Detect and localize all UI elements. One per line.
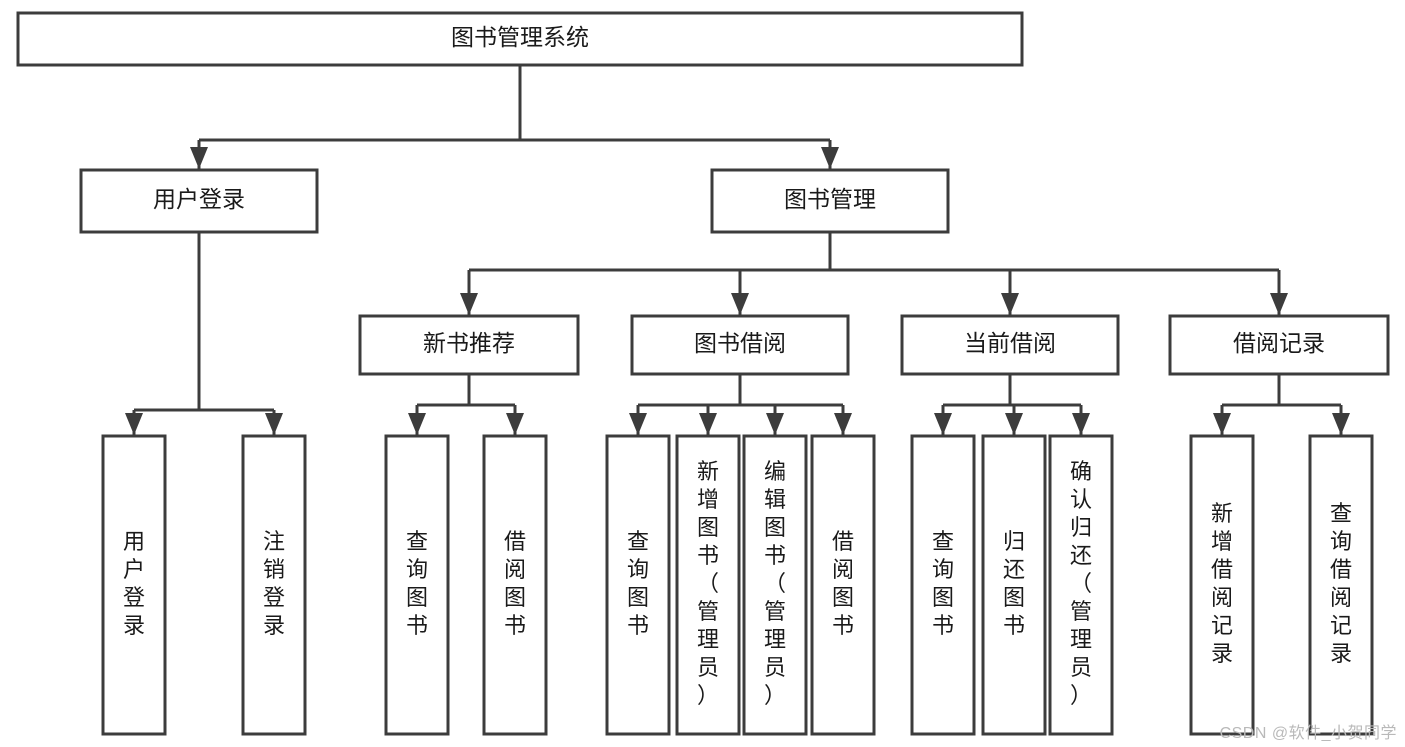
node-level3-3-label: 借阅记录	[1233, 330, 1325, 356]
node-level3-3[interactable]: 借阅记录	[1168, 314, 1390, 376]
node-leaf-8-label: 查询图书	[932, 529, 954, 638]
current-to-leaves-arrow-1	[1005, 413, 1023, 435]
node-leaf-6-box[interactable]	[742, 434, 808, 736]
node-leaf-8[interactable]: 查询图书	[910, 434, 976, 736]
node-leaf-0-label: 用户登录	[123, 529, 145, 638]
node-root[interactable]: 图书管理系统	[16, 11, 1024, 67]
node-leaf-10-label: 确认归还（管理员）	[1070, 459, 1092, 708]
node-level2-1-label: 图书管理	[784, 186, 876, 212]
node-leaf-8-box[interactable]	[910, 434, 976, 736]
node-leaf-6[interactable]: 编辑图书（管理员）	[742, 434, 808, 736]
node-leaf-0-box[interactable]	[101, 434, 167, 736]
node-leaf-3[interactable]: 借阅图书	[482, 434, 548, 736]
node-level3-0-box[interactable]	[358, 314, 580, 376]
node-root-box[interactable]	[16, 11, 1024, 67]
node-level3-0-label: 新书推荐	[423, 330, 515, 356]
node-leaf-12-box[interactable]	[1308, 434, 1374, 736]
watermark-text: CSDN @软件_小贺同学	[1219, 725, 1397, 742]
node-leaf-5-label: 新增图书（管理员）	[697, 459, 719, 708]
node-leaf-7-label: 借阅图书	[832, 529, 854, 638]
node-root-label: 图书管理系统	[451, 24, 589, 50]
node-level3-1-label: 图书借阅	[694, 330, 786, 356]
node-level2-1[interactable]: 图书管理	[710, 168, 950, 234]
node-leaf-5[interactable]: 新增图书（管理员）	[675, 434, 741, 736]
node-leaf-5-box[interactable]	[675, 434, 741, 736]
node-level3-1[interactable]: 图书借阅	[630, 314, 850, 376]
node-level3-3-box[interactable]	[1168, 314, 1390, 376]
book-mgmt-to-level3-arrow-2	[1001, 293, 1019, 315]
node-leaf-7-box[interactable]	[810, 434, 876, 736]
node-leaf-1[interactable]: 注销登录	[241, 434, 307, 736]
node-leaf-3-label: 借阅图书	[504, 529, 526, 638]
borrow-to-leaves-arrow-2	[766, 413, 784, 435]
node-leaf-1-box[interactable]	[241, 434, 307, 736]
node-leaf-9-box[interactable]	[981, 434, 1047, 736]
node-leaf-0[interactable]: 用户登录	[101, 434, 167, 736]
node-level2-0-box[interactable]	[79, 168, 319, 234]
root-to-level2-arrow-0	[190, 147, 208, 169]
record-to-leaves-arrow-1	[1332, 413, 1350, 435]
node-level3-0[interactable]: 新书推荐	[358, 314, 580, 376]
current-to-leaves-arrow-2	[1072, 413, 1090, 435]
node-level2-0-label: 用户登录	[153, 186, 245, 212]
new-book-to-leaves-arrow-1	[506, 413, 524, 435]
node-level3-2[interactable]: 当前借阅	[900, 314, 1120, 376]
node-leaf-2[interactable]: 查询图书	[384, 434, 450, 736]
node-leaf-10-box[interactable]	[1048, 434, 1114, 736]
node-leaf-6-label: 编辑图书（管理员）	[764, 459, 786, 708]
user-login-to-leaves-arrow-0	[125, 413, 143, 435]
record-to-leaves-arrow-0	[1213, 413, 1231, 435]
node-level2-1-box[interactable]	[710, 168, 950, 234]
node-leaf-10[interactable]: 确认归还（管理员）	[1048, 434, 1114, 736]
borrow-to-leaves-arrow-1	[699, 413, 717, 435]
borrow-to-leaves-arrow-3	[834, 413, 852, 435]
node-level3-1-box[interactable]	[630, 314, 850, 376]
node-leaf-2-box[interactable]	[384, 434, 450, 736]
node-leaf-12-label: 查询借阅记录	[1330, 501, 1352, 666]
user-login-to-leaves-arrow-1	[265, 413, 283, 435]
book-mgmt-to-level3-arrow-1	[731, 293, 749, 315]
node-leaf-12[interactable]: 查询借阅记录	[1308, 434, 1374, 736]
node-leaf-1-label: 注销登录	[263, 529, 285, 638]
current-to-leaves-arrow-0	[934, 413, 952, 435]
node-level2-0[interactable]: 用户登录	[79, 168, 319, 234]
book-mgmt-to-level3-arrow-0	[460, 293, 478, 315]
node-layer: 图书管理系统用户登录图书管理新书推荐图书借阅当前借阅借阅记录用户登录注销登录查询…	[16, 11, 1390, 736]
new-book-to-leaves-arrow-0	[408, 413, 426, 435]
borrow-to-leaves-arrow-0	[629, 413, 647, 435]
node-leaf-11[interactable]: 新增借阅记录	[1189, 434, 1255, 736]
node-leaf-3-box[interactable]	[482, 434, 548, 736]
node-leaf-4-label: 查询图书	[627, 529, 649, 638]
root-to-level2-arrow-1	[821, 147, 839, 169]
node-leaf-11-box[interactable]	[1189, 434, 1255, 736]
node-leaf-9-label: 归还图书	[1003, 529, 1025, 638]
node-leaf-4[interactable]: 查询图书	[605, 434, 671, 736]
node-level3-2-box[interactable]	[900, 314, 1120, 376]
connector-layer	[125, 65, 1350, 435]
node-level3-2-label: 当前借阅	[964, 330, 1056, 356]
node-leaf-7[interactable]: 借阅图书	[810, 434, 876, 736]
node-leaf-9[interactable]: 归还图书	[981, 434, 1047, 736]
node-leaf-11-label: 新增借阅记录	[1211, 501, 1233, 666]
book-mgmt-to-level3-arrow-3	[1270, 293, 1288, 315]
node-leaf-4-box[interactable]	[605, 434, 671, 736]
node-leaf-2-label: 查询图书	[406, 529, 428, 638]
